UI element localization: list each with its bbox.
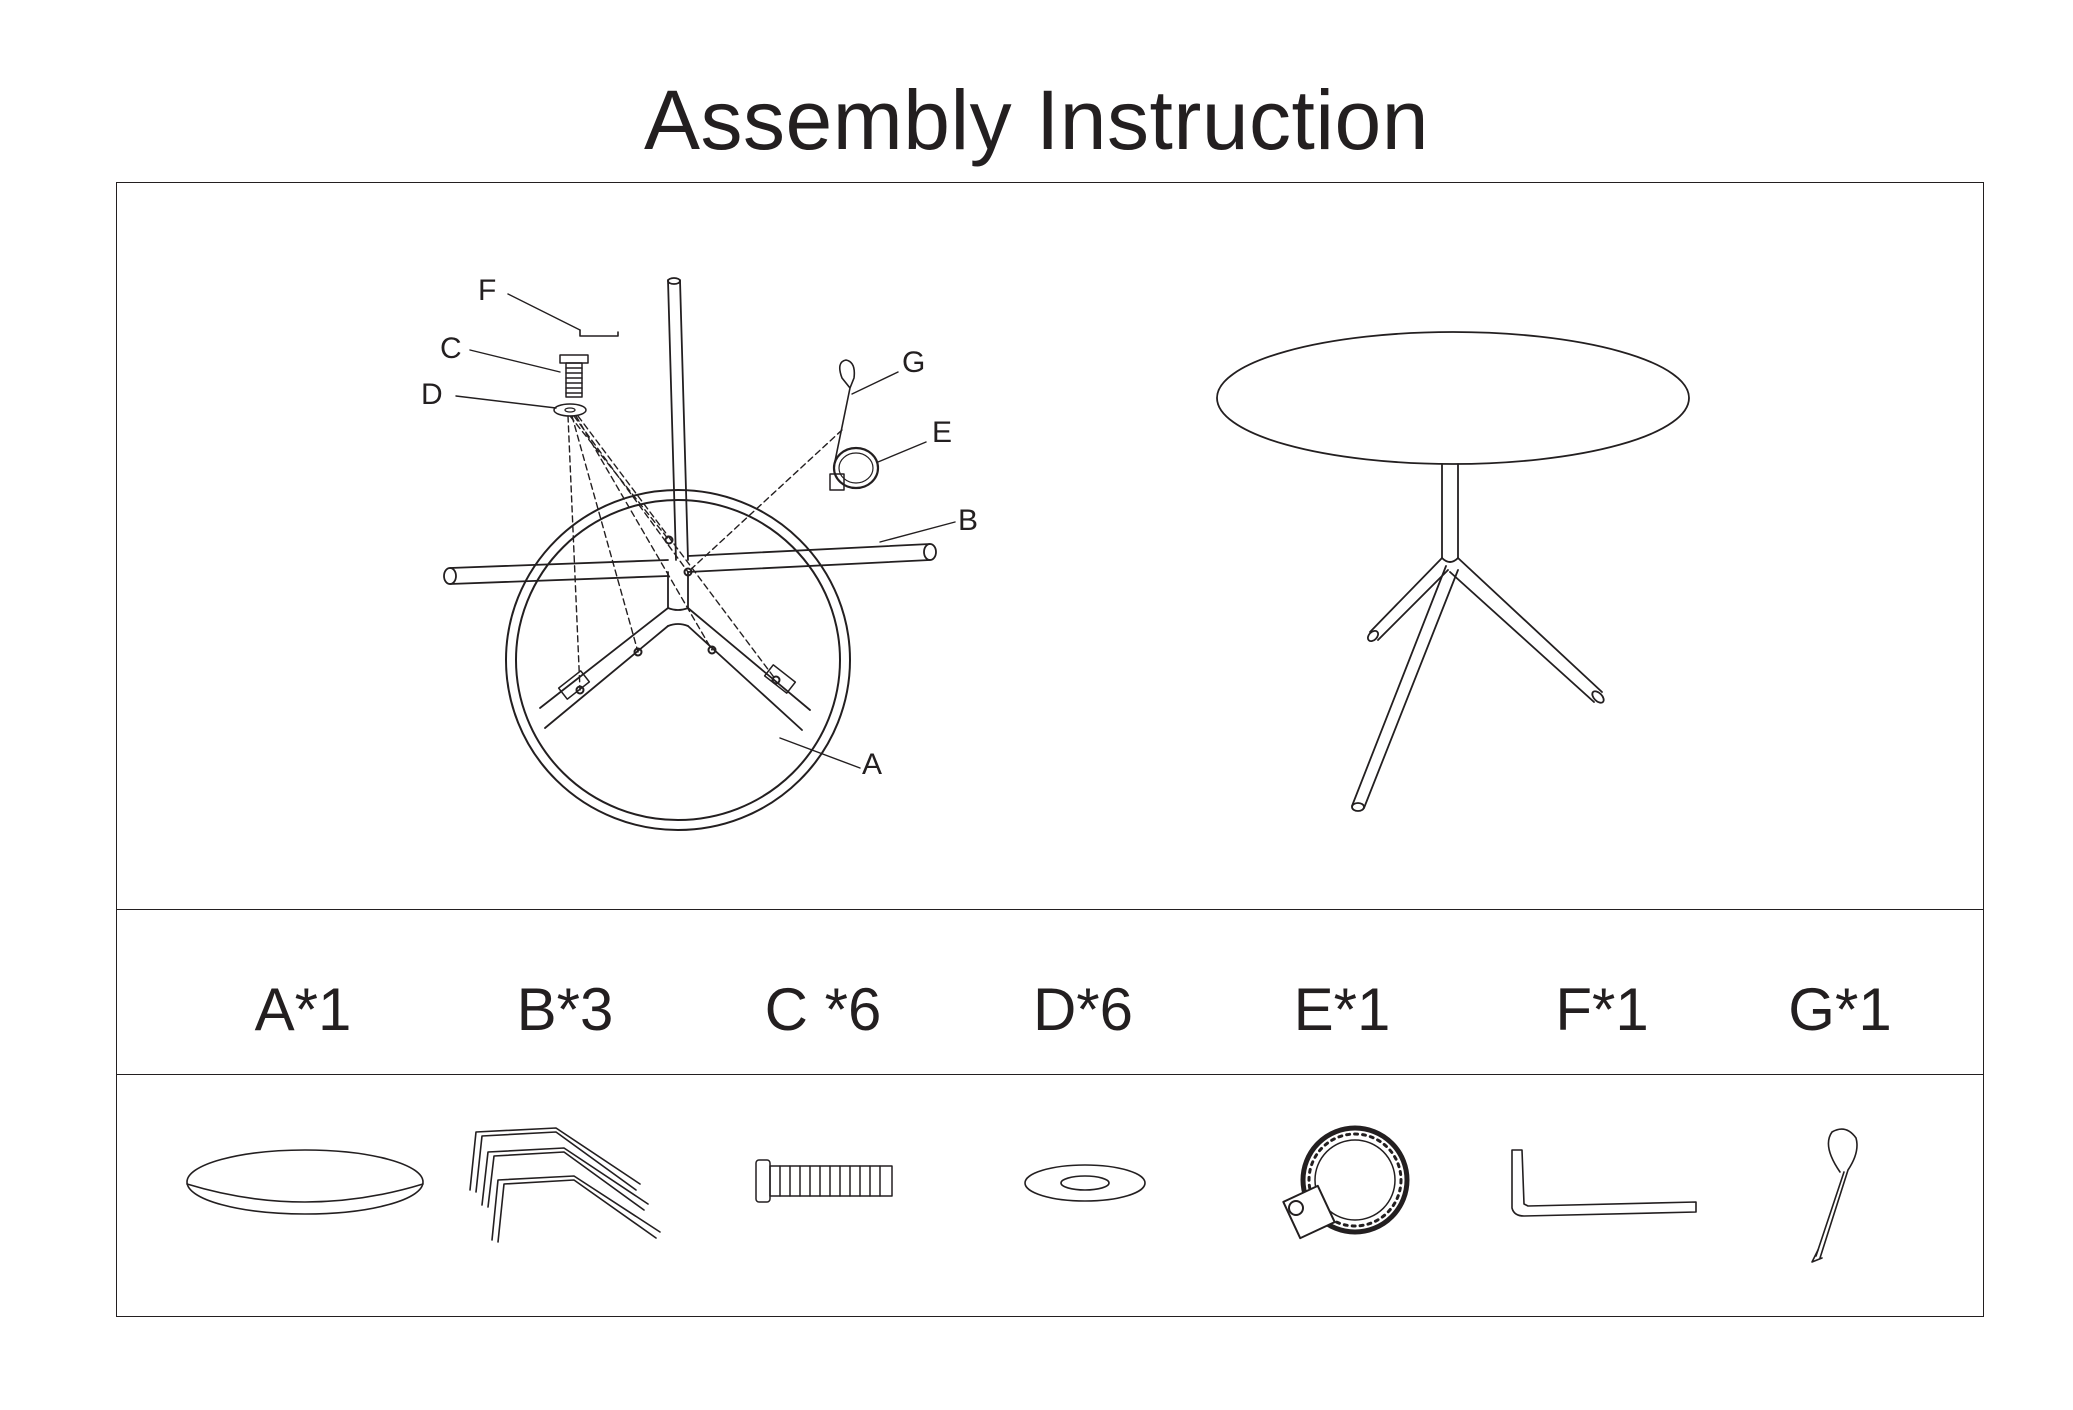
tabletop-rim-inner	[515, 499, 841, 821]
screw-small	[559, 354, 589, 398]
part-c-screw-icon	[755, 1159, 893, 1203]
part-f-quantity: F*1	[1555, 976, 1649, 1043]
assembled-table	[1216, 331, 1690, 812]
washer-small	[553, 403, 587, 417]
part-e-hose-clamp-icon	[1282, 1125, 1410, 1240]
divider-line	[116, 909, 1984, 910]
page-title: Assembly Instruction	[644, 73, 1429, 167]
exploded-view: F C D G E B A	[421, 274, 978, 831]
screw-hole	[633, 647, 643, 657]
callout-e: E	[932, 416, 952, 449]
part-d-quantity: D*6	[1032, 976, 1134, 1043]
callout-d: D	[421, 378, 443, 411]
part-g-quantity: G*1	[1788, 976, 1892, 1043]
part-f-hex-key-icon	[1511, 1149, 1697, 1217]
callout-b: B	[958, 504, 978, 537]
hex-key-small	[579, 329, 619, 337]
callout-c: C	[440, 332, 462, 365]
part-e-quantity: E*1	[1293, 976, 1391, 1043]
part-d-washer-icon	[1024, 1164, 1146, 1202]
diagram-frame	[116, 182, 1984, 1317]
part-b-legs-icon	[469, 1127, 661, 1243]
callout-g: G	[902, 346, 925, 379]
legs	[443, 277, 937, 585]
part-a-tabletop-icon	[186, 1149, 424, 1215]
bracket-slot	[557, 670, 591, 700]
part-g-cotter-pin-icon	[1811, 1128, 1858, 1263]
divider-line	[116, 1074, 1984, 1075]
part-a-quantity: A*1	[254, 976, 352, 1043]
part-b-quantity: B*3	[516, 976, 614, 1043]
callout-f: F	[478, 274, 496, 307]
cotter-pin-small	[833, 359, 856, 467]
table-top	[1216, 331, 1690, 465]
screw-hole	[771, 675, 781, 685]
leader-lines	[455, 293, 956, 769]
tabletop-rim-outer	[505, 489, 851, 831]
leg-bracket	[539, 571, 811, 731]
assembly-guides	[567, 415, 843, 691]
callout-a: A	[862, 748, 882, 781]
hose-clamp-small	[832, 446, 880, 490]
bracket-slot	[763, 664, 797, 694]
screw-hole	[707, 645, 717, 655]
part-c-quantity: C *6	[764, 976, 882, 1043]
